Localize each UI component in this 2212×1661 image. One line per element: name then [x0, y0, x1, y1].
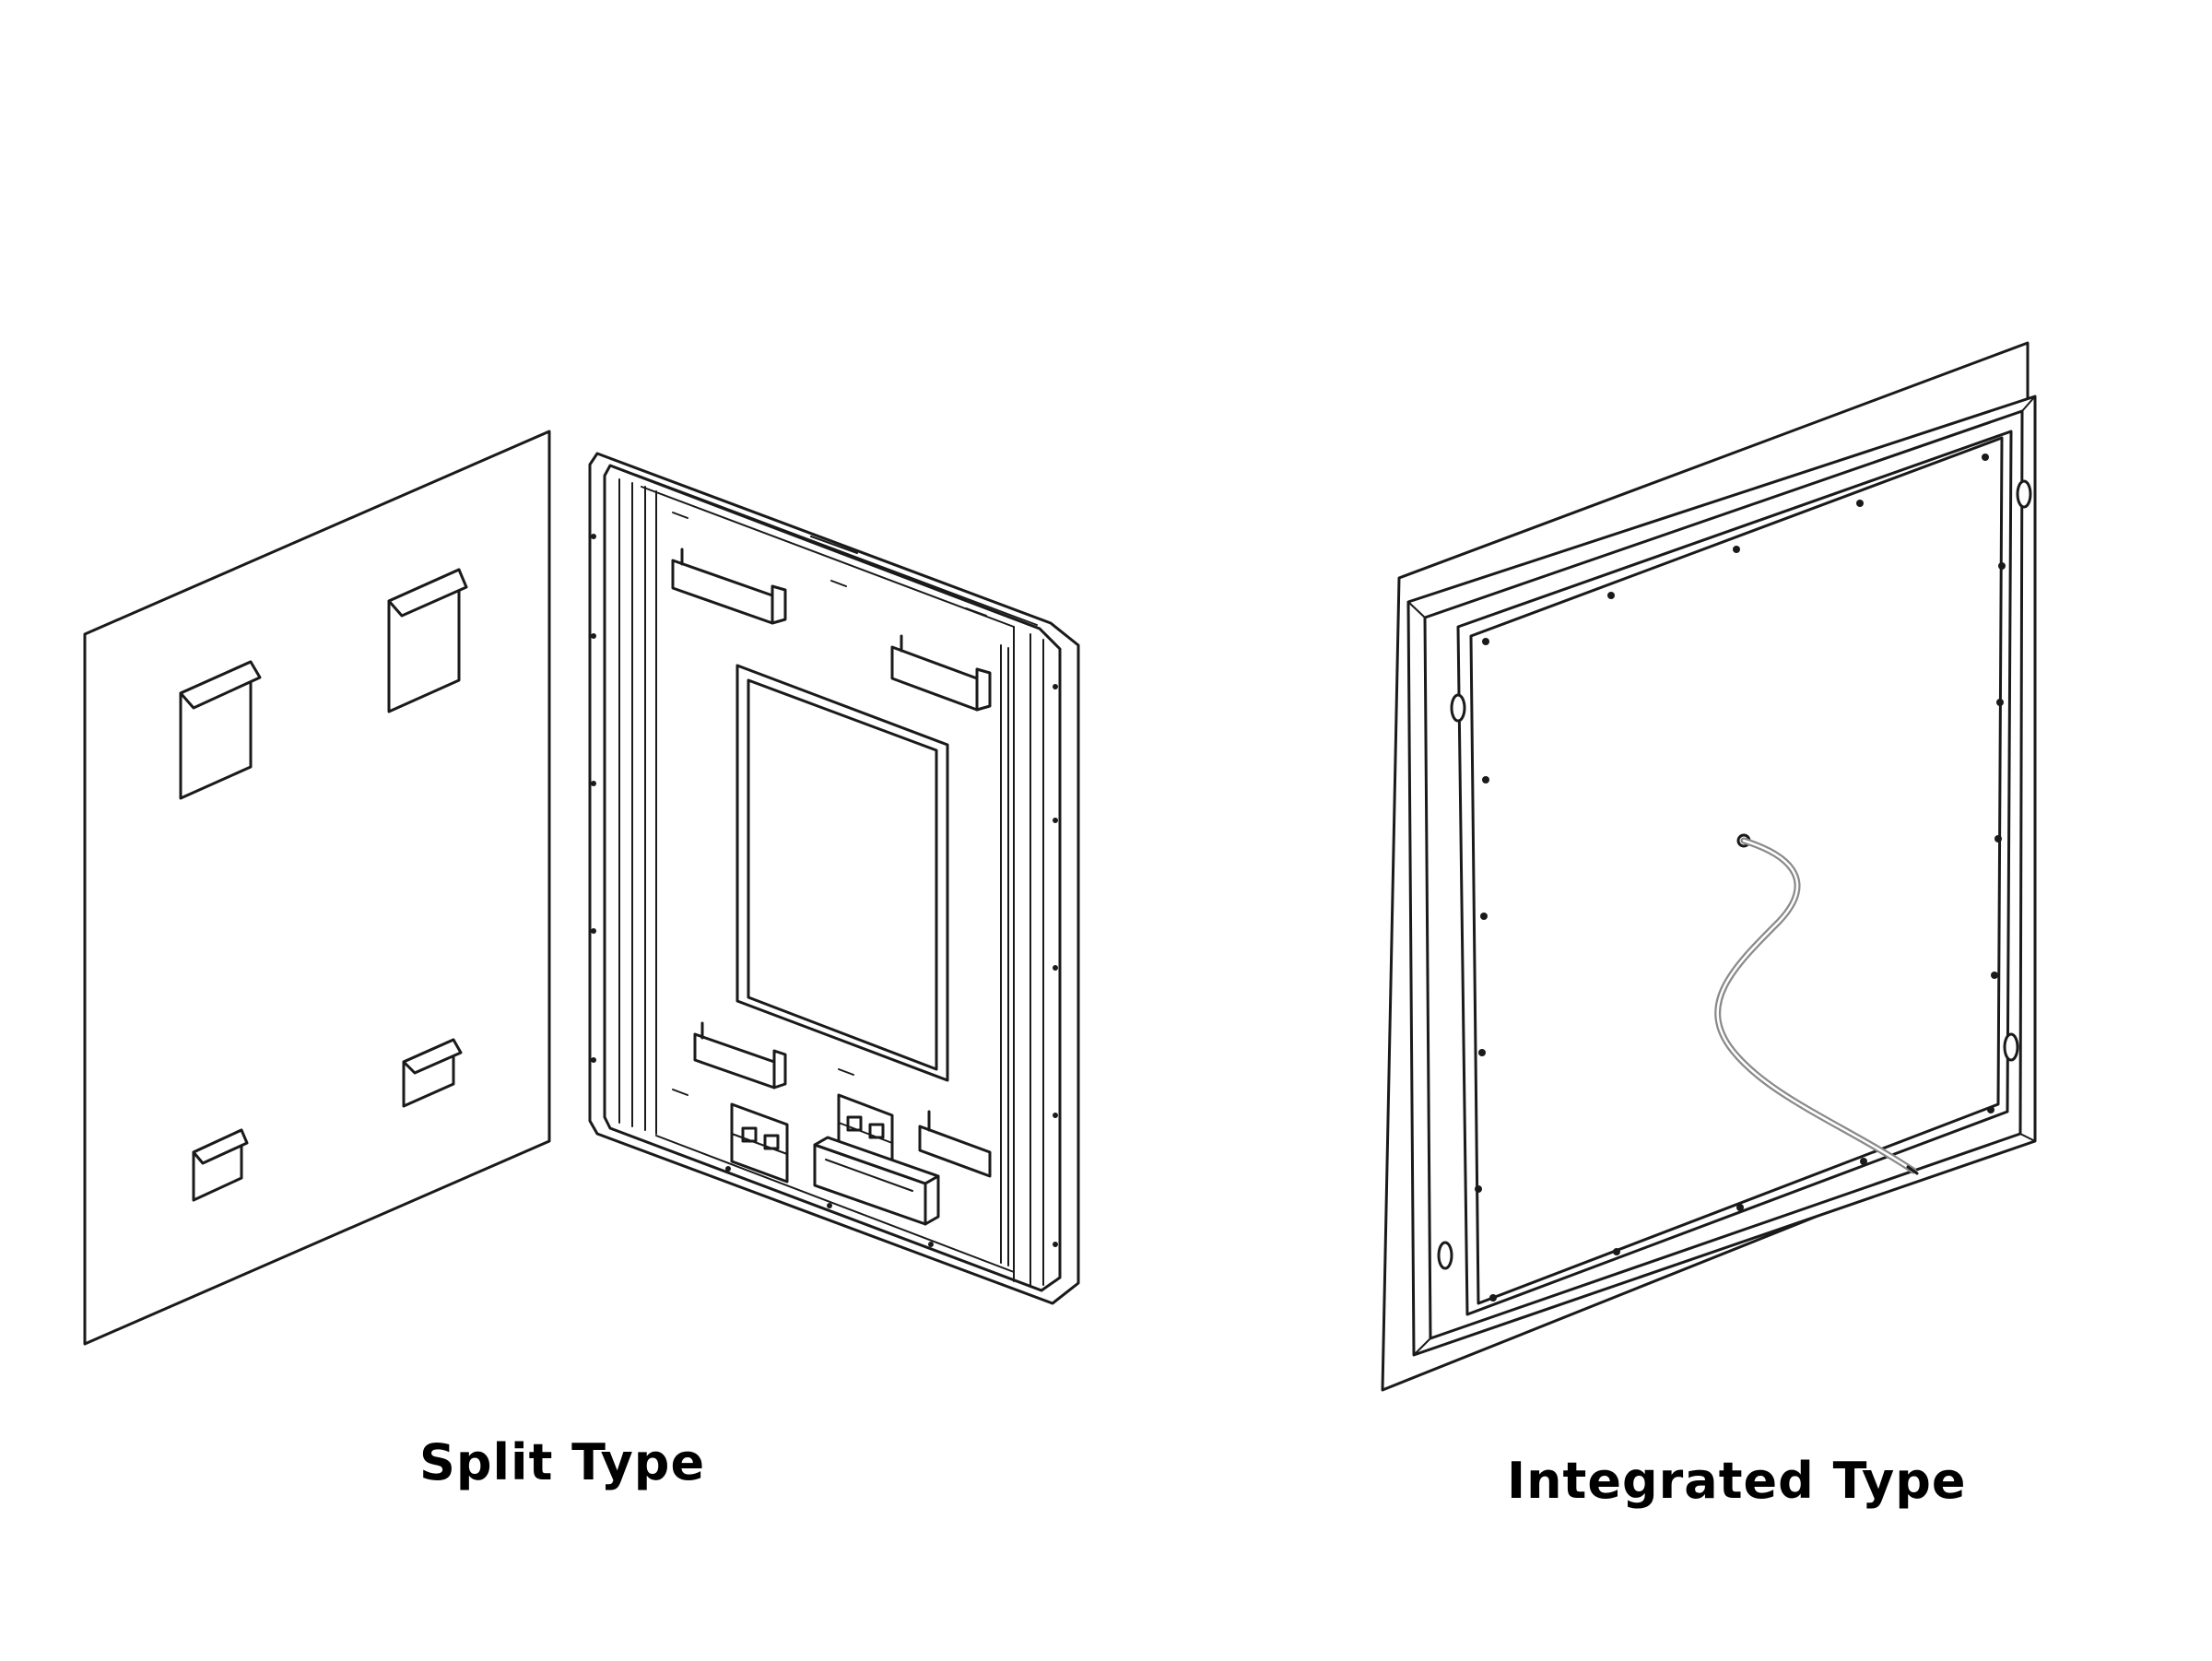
inner-panel-window: [735, 664, 949, 1082]
mounting-hook: [179, 660, 262, 800]
hanging-bracket: [890, 634, 992, 712]
integrated-mirror-back: [1381, 341, 2037, 1392]
mirror-back-frame: [588, 452, 1080, 1305]
power-connector: [730, 1102, 789, 1184]
integrated-type-label: Integrated Type: [1507, 1452, 1967, 1510]
mounting-screw-holes: [1475, 454, 2006, 1302]
keyhole-hanger: [1437, 479, 2032, 1270]
hanging-bracket: [671, 548, 787, 625]
wall-mounting-plate: [83, 430, 551, 1346]
hanging-bracket: [693, 1021, 787, 1090]
split-type-label: Split Type: [419, 1433, 706, 1491]
hanging-bracket: [918, 1110, 992, 1178]
led-driver-box: [813, 1136, 940, 1226]
mounting-hook: [192, 1128, 249, 1202]
mounting-hook: [402, 1038, 463, 1108]
power-cable: [1714, 833, 1919, 1175]
mounting-hook: [387, 568, 468, 713]
